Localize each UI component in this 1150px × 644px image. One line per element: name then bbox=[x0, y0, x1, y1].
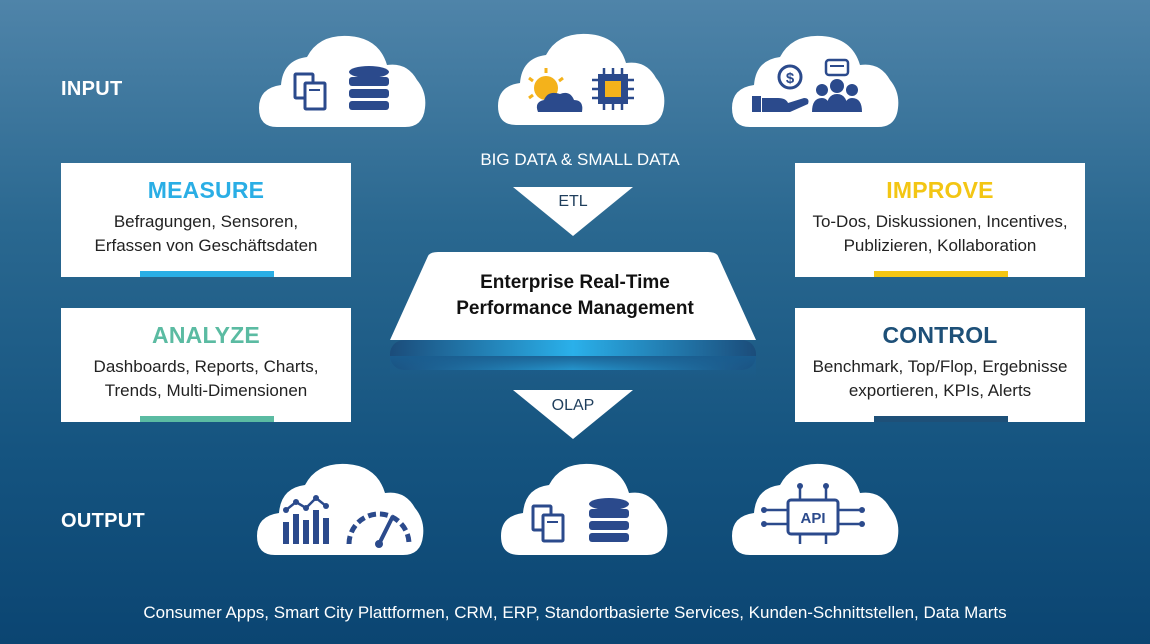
input-cloud-business: $ bbox=[730, 30, 902, 130]
output-cloud-api: API bbox=[730, 458, 902, 558]
analyze-underline bbox=[140, 416, 274, 422]
input-cloud-sources bbox=[496, 28, 668, 128]
control-underline bbox=[874, 416, 1008, 422]
improve-description: To-Dos, Diskussionen, Incentives, Publiz… bbox=[795, 210, 1085, 258]
etl-label: ETL bbox=[558, 193, 588, 210]
control-title: CONTROL bbox=[882, 322, 998, 348]
center-title: Enterprise Real-Time Performance Managem… bbox=[400, 270, 750, 322]
database-icon bbox=[349, 66, 389, 110]
analyze-description: Dashboards, Reports, Charts, Trends, Mul… bbox=[61, 355, 351, 403]
api-text: API bbox=[800, 510, 825, 527]
gauge-icon bbox=[346, 511, 412, 548]
output-database-icon bbox=[589, 498, 629, 542]
measure-box: MEASURE Befragungen, Sensoren, Erfassen … bbox=[61, 163, 351, 277]
improve-line2: Publizieren, Kollaboration bbox=[843, 236, 1037, 255]
output-cloud-analytics bbox=[255, 458, 427, 558]
analyze-line1: Dashboards, Reports, Charts, bbox=[93, 357, 319, 376]
api-icon: API bbox=[761, 483, 865, 544]
weather-icon bbox=[528, 68, 583, 112]
output-label: OUTPUT bbox=[61, 510, 146, 532]
documents-icon bbox=[293, 72, 327, 111]
measure-line2: Erfassen von Geschäftsdaten bbox=[94, 236, 318, 255]
output-cloud-data bbox=[499, 458, 671, 558]
olap-arrow bbox=[513, 390, 633, 439]
center-title-line2: Performance Management bbox=[456, 298, 694, 319]
output-targets-footer: Consumer Apps, Smart City Plattformen, C… bbox=[143, 603, 1007, 622]
output-documents-icon bbox=[531, 504, 565, 543]
money-hand-icon: $ bbox=[752, 64, 809, 112]
improve-title: IMPROVE bbox=[886, 177, 994, 203]
center-title-line1: Enterprise Real-Time bbox=[480, 272, 670, 293]
big-data-label: BIG DATA & SMALL DATA bbox=[480, 150, 680, 169]
measure-description: Befragungen, Sensoren, Erfassen von Gesc… bbox=[61, 210, 351, 258]
improve-box: IMPROVE To-Dos, Diskussionen, Incentives… bbox=[795, 163, 1085, 277]
analyze-title: ANALYZE bbox=[152, 322, 260, 348]
measure-line1: Befragungen, Sensoren, bbox=[113, 212, 299, 231]
svg-text:$: $ bbox=[786, 70, 795, 87]
control-box: CONTROL Benchmark, Top/Flop, Ergebnisse … bbox=[795, 308, 1085, 422]
control-description: Benchmark, Top/Flop, Ergebnisse exportie… bbox=[795, 355, 1085, 403]
analyze-line2: Trends, Multi-Dimensionen bbox=[104, 381, 308, 400]
control-line2: exportieren, KPIs, Alerts bbox=[848, 381, 1032, 400]
analyze-box: ANALYZE Dashboards, Reports, Charts, Tre… bbox=[61, 308, 351, 422]
measure-title: MEASURE bbox=[147, 177, 265, 203]
control-line1: Benchmark, Top/Flop, Ergebnisse bbox=[812, 357, 1068, 376]
measure-underline bbox=[140, 271, 274, 277]
people-chat-icon bbox=[812, 58, 862, 112]
etl-arrow bbox=[513, 187, 633, 236]
input-label: INPUT bbox=[61, 78, 123, 100]
chip-icon bbox=[592, 68, 634, 110]
input-cloud-data bbox=[257, 30, 429, 130]
bar-chart-icon bbox=[283, 495, 329, 544]
improve-line1: To-Dos, Diskussionen, Incentives, bbox=[812, 212, 1068, 231]
olap-label: OLAP bbox=[551, 397, 595, 414]
improve-underline bbox=[874, 271, 1008, 277]
center-hub bbox=[390, 252, 756, 378]
